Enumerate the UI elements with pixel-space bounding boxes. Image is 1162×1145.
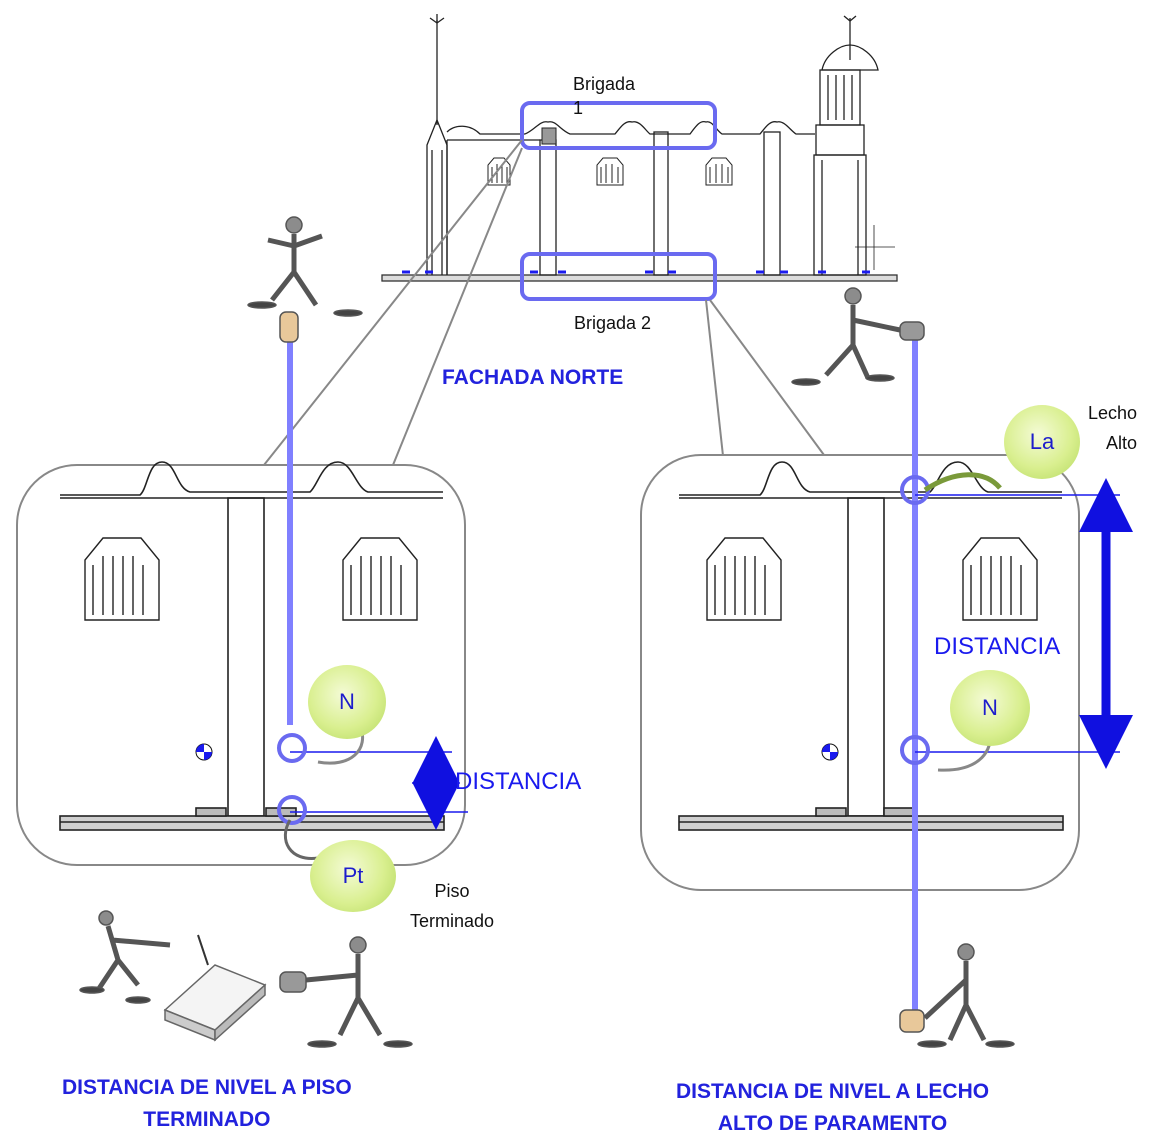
- right-distance-label: DISTANCIA: [934, 633, 1061, 660]
- facade-title: FACHADA NORTE: [442, 366, 624, 389]
- facade-elevation: [381, 14, 898, 282]
- left-zoom-panel: [16, 464, 466, 866]
- left-distance-label: DISTANCIA: [455, 768, 582, 795]
- brigade-1-label: Brigada 1: [573, 74, 636, 118]
- right-n-marker: N: [950, 670, 1030, 746]
- right-level-marks: [821, 472, 1133, 772]
- callout-lines: [263, 139, 825, 466]
- surveyor-figure-bottom-right: [899, 943, 1015, 1048]
- surveyor-figure-top-left: [247, 216, 363, 343]
- surveyor-figure-bottom-left: [279, 936, 413, 1048]
- right-caption: DISTANCIA DE NIVEL A LECHO ALTO DE PARAM…: [676, 1080, 990, 1135]
- pt-caption: Piso Terminado: [410, 881, 495, 931]
- brigade-2-box: [520, 252, 717, 301]
- left-caption: DISTANCIA DE NIVEL A PISO TERMINADO: [62, 1076, 352, 1131]
- recorder-figure: [79, 910, 267, 1042]
- right-panel-drawing: [678, 461, 1064, 831]
- brigade-2-label: Brigada 2: [574, 313, 652, 333]
- benchmark-symbol-icon: [195, 743, 213, 761]
- notepad-icon: [163, 934, 267, 1042]
- brigade-1-box: [520, 101, 717, 150]
- benchmark-symbol-icon: [821, 743, 839, 761]
- right-la-marker: La: [1004, 405, 1080, 479]
- left-pt-marker: Pt: [310, 840, 396, 912]
- left-n-marker: N: [308, 665, 386, 739]
- surveyor-figure-top-right: [791, 287, 925, 386]
- la-caption: Lecho Alto: [1088, 403, 1138, 453]
